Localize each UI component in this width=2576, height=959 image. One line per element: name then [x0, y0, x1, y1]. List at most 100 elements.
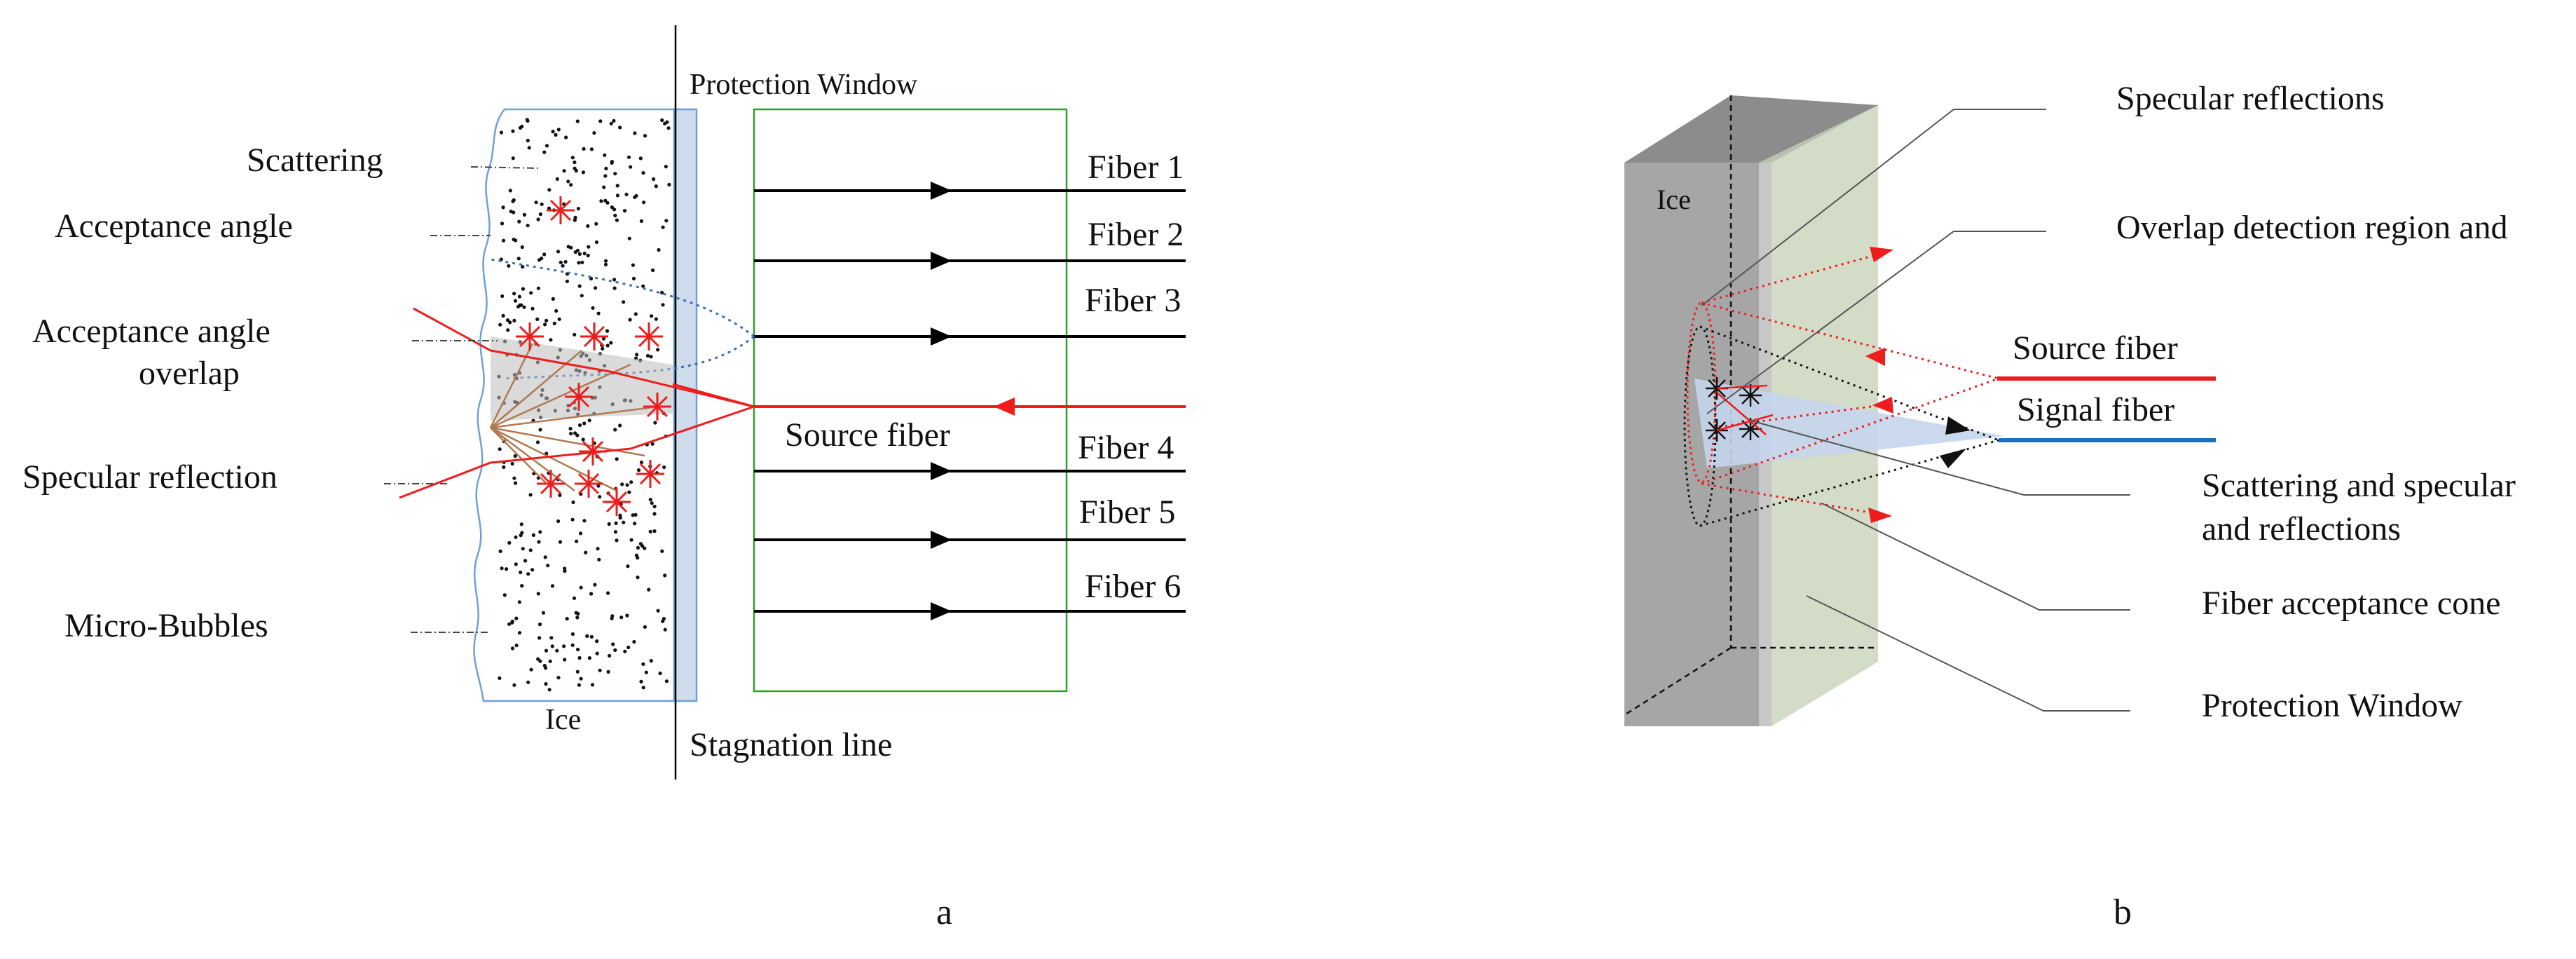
bubble-dot [584, 550, 588, 555]
bubble-dot [607, 522, 611, 526]
bubble-dot [618, 513, 622, 517]
bubble-dot [569, 431, 573, 436]
bubble-dot [566, 179, 570, 184]
bubble-dot [573, 160, 577, 165]
bubble-dot [507, 540, 512, 545]
bubble-dot [613, 648, 617, 653]
specular-arrow-top [1870, 247, 1893, 262]
bubble-dot [622, 209, 627, 213]
bubble-dot [551, 130, 555, 134]
bubble-dot [596, 547, 600, 551]
bubble-dot [615, 184, 619, 188]
bubble-dot [519, 522, 523, 526]
bubble-dot [585, 634, 589, 639]
bubble-dot [541, 611, 546, 615]
bubble-dot [643, 134, 648, 138]
fiber-6-arrow [931, 602, 952, 620]
bubble-dot [596, 311, 601, 315]
fiber-1-label: Fiber 1 [1088, 149, 1184, 186]
bubble-dot [582, 147, 586, 151]
bubble-dot [592, 131, 596, 135]
bubble-dot [537, 540, 541, 544]
bubble-dot [544, 144, 549, 148]
bubble-dot [517, 600, 521, 604]
bubble-dot [502, 593, 507, 597]
scattering-specular-label-2: and reflections [2202, 510, 2401, 547]
bubble-dot [557, 317, 561, 321]
bubble-dot [542, 252, 547, 257]
bubble-dot [657, 247, 661, 252]
bubble-dot [654, 184, 658, 189]
acceptance-angle-outline [490, 258, 755, 380]
bubble-dot [565, 617, 569, 621]
bubble-dot [500, 294, 505, 299]
bubble-dot [612, 286, 617, 290]
fiber-5-arrow [931, 531, 952, 549]
bubble-dot [612, 208, 617, 212]
bubble-dot [526, 680, 530, 684]
bubble-dot [610, 160, 615, 164]
bubble-dot [517, 219, 521, 224]
bubble-dot [537, 623, 542, 627]
bubble-dot [521, 287, 526, 291]
bubble-dot [594, 222, 598, 226]
acceptance-overlap-label-2: overlap [139, 355, 240, 392]
bubble-dot [498, 549, 502, 554]
bubble-dot [626, 564, 630, 569]
bubble-dot [536, 657, 540, 661]
hidden-edges [1624, 95, 1878, 716]
micro-bubbles-label: Micro-Bubbles [64, 607, 268, 644]
bubble-dot [550, 644, 554, 648]
bubble-dot [582, 421, 587, 426]
bubble-dot [625, 613, 629, 618]
bubble-dot [598, 668, 602, 672]
bubble-dot [636, 556, 640, 560]
bubble-dot [505, 318, 510, 322]
bubble-dot [647, 587, 651, 592]
bubble-dot [573, 166, 577, 170]
bubble-dot [519, 303, 523, 307]
bubble-dot [587, 656, 592, 660]
bubble-dot [605, 200, 610, 205]
scatter-star [516, 322, 544, 351]
bubble-dot [587, 419, 591, 423]
ice-label-a: Ice [545, 704, 581, 736]
bubble-dot [561, 264, 565, 268]
fiber-1-arrow [931, 182, 952, 200]
bubble-dot [660, 118, 664, 123]
bubble-dot [520, 245, 524, 250]
bubble-dot [615, 538, 619, 543]
bubble-dot [529, 291, 533, 295]
bubble-dot [656, 348, 660, 352]
bubble-dot [633, 131, 637, 135]
bubble-dot [563, 259, 568, 264]
bubble-dot [537, 258, 542, 262]
ice-block-top [1624, 95, 1878, 163]
fiber-5-label: Fiber 5 [1079, 494, 1175, 531]
bubble-dot [570, 643, 575, 647]
stagnation-line-label: Stagnation line [690, 726, 892, 763]
acceptance-cone [1694, 379, 2004, 468]
ice-label-b: Ice [1657, 184, 1691, 215]
bubble-dot [613, 428, 617, 432]
specular-arrow-bottom [1868, 508, 1892, 523]
bubble-dot [556, 519, 561, 524]
leader-lines-a [384, 166, 540, 633]
bubble-dot [635, 353, 639, 357]
bubble-dot [604, 166, 608, 170]
bubble-dot [575, 615, 580, 620]
protection-window-strip [673, 108, 698, 702]
bubble-dot [521, 547, 525, 551]
bubble-dot [554, 132, 558, 137]
bubble-dot [633, 522, 637, 526]
bubble-dot [576, 611, 580, 616]
bubble-dot [558, 493, 562, 498]
fiber-4-label: Fiber 4 [1078, 429, 1174, 466]
bubble-dot [589, 592, 594, 596]
bubble-dot [631, 263, 636, 267]
bubble-dot [537, 636, 542, 640]
bubble-dot [563, 566, 567, 571]
bubble-dot [521, 264, 525, 269]
bubble-dot [547, 188, 551, 192]
bubble-dot [536, 286, 541, 290]
